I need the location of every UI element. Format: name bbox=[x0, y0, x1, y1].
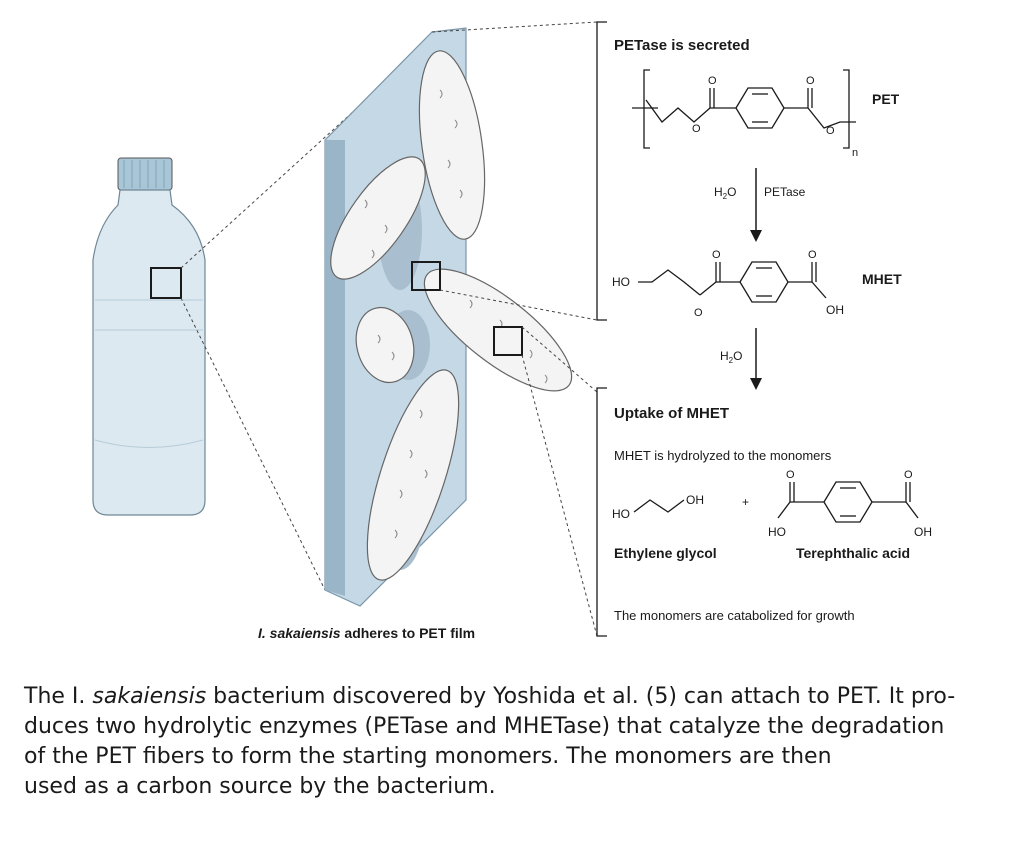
catabolized-footer: The monomers are catabolized for growth bbox=[614, 608, 855, 623]
uptake-heading: Uptake of MHET bbox=[614, 405, 729, 422]
bacterium-zoom-box bbox=[493, 326, 523, 356]
hydrolysis-subtitle: MHET is hydrolyzed to the monomers bbox=[614, 448, 832, 463]
svg-text:OH: OH bbox=[686, 493, 704, 507]
caption-line-2: duces two hydrolytic enzymes (PETase and… bbox=[24, 714, 945, 739]
figure-caption: The I. sakaiensis bacterium discovered b… bbox=[24, 682, 984, 802]
svg-text:O: O bbox=[826, 125, 835, 137]
mhet-label: MHET bbox=[862, 271, 902, 287]
bacterium bbox=[330, 156, 426, 280]
terephthalic-acid-label: Terephthalic acid bbox=[796, 545, 910, 561]
film-zoom-box bbox=[411, 261, 441, 291]
caption-line-4: used as a carbon source by the bacterium… bbox=[24, 774, 496, 799]
petase-heading: PETase is secreted bbox=[614, 37, 750, 54]
water-reagent-1: H2O bbox=[714, 185, 736, 201]
film-label: I. sakaiensis adheres to PET film bbox=[258, 625, 475, 641]
mhet-structure bbox=[638, 261, 827, 303]
caption-line-3: of the PET fibers to form the starting m… bbox=[24, 744, 832, 769]
svg-text:OH: OH bbox=[826, 303, 844, 317]
ethylene-glycol-structure bbox=[633, 499, 685, 513]
svg-text:HO: HO bbox=[612, 275, 630, 289]
svg-text:O: O bbox=[806, 75, 815, 87]
svg-text:O: O bbox=[712, 249, 721, 261]
terephthalic-acid-structure bbox=[777, 481, 919, 523]
svg-text:O: O bbox=[692, 123, 701, 135]
svg-text:O: O bbox=[694, 307, 703, 319]
pet-structure bbox=[632, 69, 856, 149]
bacterium bbox=[366, 369, 460, 581]
svg-text:n: n bbox=[852, 147, 858, 159]
svg-text:O: O bbox=[904, 469, 913, 481]
svg-text:O: O bbox=[786, 469, 795, 481]
svg-text:O: O bbox=[808, 249, 817, 261]
pet-label: PET bbox=[872, 91, 900, 107]
bacteria-cluster bbox=[330, 50, 573, 581]
ethylene-glycol-label: Ethylene glycol bbox=[614, 545, 717, 561]
svg-text:OH: OH bbox=[914, 525, 932, 539]
svg-text:HO: HO bbox=[768, 525, 786, 539]
petase-enzyme: PETase bbox=[764, 185, 806, 199]
bacterium bbox=[355, 306, 415, 384]
plus-sign: + bbox=[742, 495, 749, 509]
bacterium bbox=[418, 50, 486, 240]
svg-text:O: O bbox=[708, 75, 717, 87]
caption-line-1: The I. sakaiensis bacterium discovered b… bbox=[24, 684, 956, 709]
pet-bottle bbox=[92, 157, 206, 516]
bottle-body bbox=[92, 189, 206, 516]
pet-degradation-figure: I. sakaiensis adheres to PET film PETase… bbox=[92, 21, 932, 641]
bottle-zoom-box bbox=[150, 267, 182, 299]
water-reagent-2: H2O bbox=[720, 349, 742, 365]
svg-text:HO: HO bbox=[612, 507, 630, 521]
